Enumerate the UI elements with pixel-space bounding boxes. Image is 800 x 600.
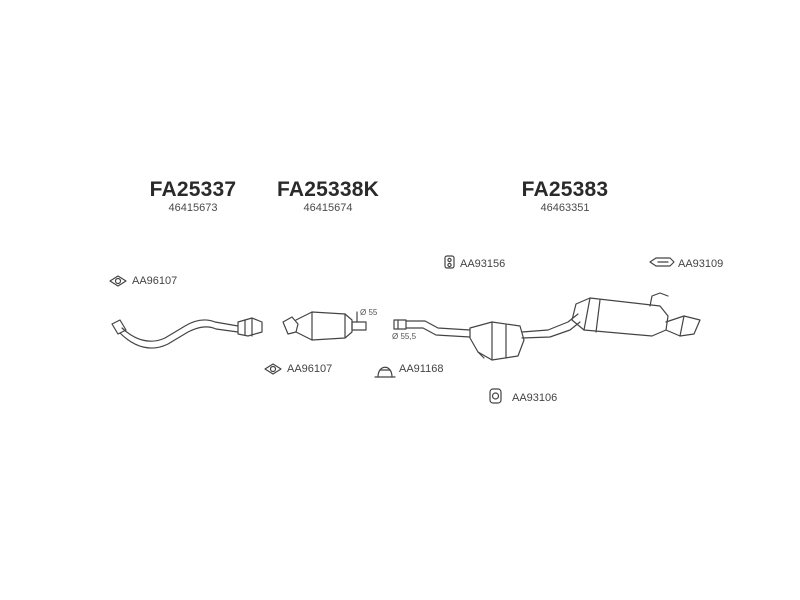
dimension-cat-outlet: Ø 55 [360, 308, 378, 317]
rear-silencer-drawing[interactable] [393, 292, 701, 361]
label-gasket-front[interactable]: AA96107 [132, 275, 178, 287]
part-code-catalytic-converter[interactable]: FA25338K [277, 178, 379, 201]
label-gasket-mid[interactable]: AA96107 [287, 363, 333, 375]
oem-number-front-pipe: 46415673 [168, 202, 218, 214]
front-pipe-drawing[interactable] [111, 317, 263, 349]
oem-number-rear-silencer: 46463351 [540, 202, 590, 214]
dimension-mid-inlet: Ø 55,5 [392, 332, 417, 341]
part-code-rear-silencer[interactable]: FA25383 [521, 178, 609, 201]
gasket-front-icon[interactable] [109, 275, 127, 287]
oem-number-catalytic-converter: 46415674 [303, 202, 353, 214]
label-clamp[interactable]: AA91168 [399, 363, 444, 375]
gasket-mid-icon[interactable] [264, 363, 282, 375]
catalytic-converter-drawing[interactable] [282, 311, 367, 341]
label-mount-rear[interactable]: AA93109 [678, 258, 724, 270]
mount-bottom-icon[interactable] [489, 388, 502, 404]
clamp-icon[interactable] [374, 366, 396, 378]
label-mount-bottom[interactable]: AA93106 [512, 392, 558, 404]
part-code-front-pipe[interactable]: FA25337 [149, 178, 237, 201]
mount-top-icon[interactable] [444, 255, 455, 269]
label-mount-top[interactable]: AA93156 [460, 258, 506, 270]
mount-rear-icon[interactable] [649, 257, 675, 267]
